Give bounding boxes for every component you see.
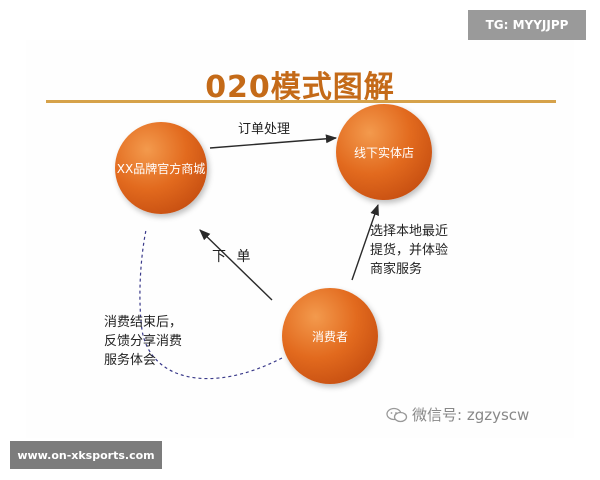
wechat-watermark: 微信号: zgzyscw	[386, 404, 529, 425]
label-order-processing: 订单处理	[238, 122, 291, 137]
label-select-store-line: 选择本地最近	[370, 224, 449, 239]
wechat-id: 微信号: zgzyscw	[412, 406, 530, 424]
node-mall-label: XX品牌官方商城	[116, 161, 206, 176]
label-select-store: 选择本地最近 提货，并体验 商家服务	[370, 222, 448, 279]
node-consumer-label: 消费者	[311, 329, 348, 344]
label-feedback: 消费结束后， 反馈分享消费 服务体会	[104, 313, 182, 370]
label-place-order: 下 单	[212, 249, 254, 265]
node-mall: XX品牌官方商城	[115, 122, 207, 214]
wechat-icon	[386, 407, 408, 422]
label-select-store-line: 商家服务	[370, 262, 423, 277]
watermark-site-badge: www.on-xksports.com	[10, 441, 162, 469]
node-consumer: 消费者	[282, 288, 378, 384]
arrow-select-store	[351, 203, 379, 281]
node-store-label: 线下实体店	[353, 145, 414, 160]
label-feedback-line: 服务体会	[104, 353, 157, 368]
arrow-order-processing	[209, 134, 338, 149]
diagram-title: 020模式图解	[205, 70, 395, 105]
arrow-place-order	[199, 229, 273, 301]
title-underline	[46, 100, 556, 103]
label-feedback-line: 消费结束后，	[104, 315, 183, 330]
node-store: 线下实体店	[336, 104, 432, 200]
label-feedback-line: 反馈分享消费	[104, 334, 183, 349]
arrow-feedback-dashed	[139, 229, 283, 380]
label-select-store-line: 提货，并体验	[370, 243, 449, 258]
watermark-top-badge: TG: MYYJJPP	[468, 10, 586, 40]
